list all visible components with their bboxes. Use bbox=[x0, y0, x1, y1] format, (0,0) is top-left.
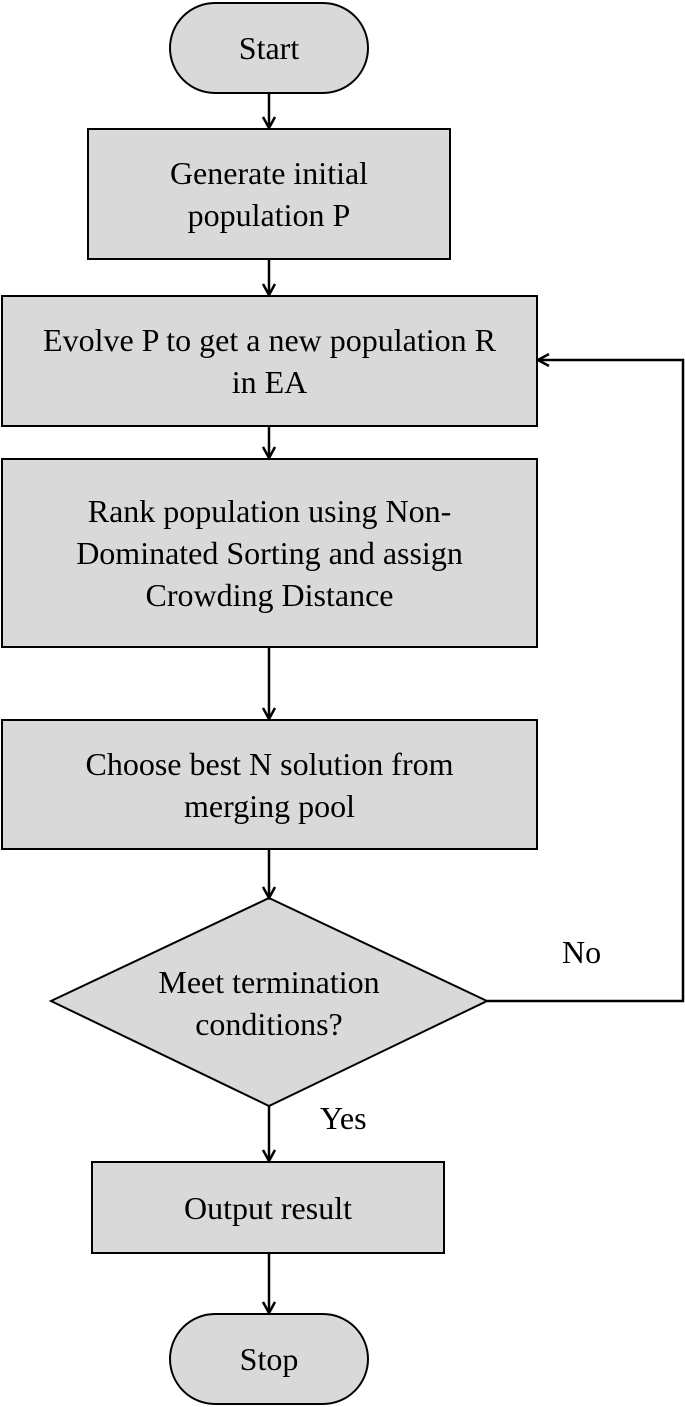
yes-branch-label: Yes bbox=[320, 1100, 367, 1136]
no-branch-label: No bbox=[562, 934, 602, 970]
start-node: Start bbox=[169, 2, 369, 94]
rank-population-step: Rank population using Non- Dominated Sor… bbox=[1, 458, 538, 648]
termination-decision: Meet termination conditions? bbox=[158, 964, 380, 1042]
generate-population-step: Generate initial population P bbox=[87, 128, 451, 260]
choose-best-step: Choose best N solution from merging pool bbox=[1, 719, 538, 850]
output-result-step: Output result bbox=[91, 1161, 445, 1254]
arrow-decision-no-loop bbox=[487, 360, 685, 1003]
evolve-population-step: Evolve P to get a new population R in EA bbox=[1, 295, 538, 427]
stop-node: Stop bbox=[169, 1313, 369, 1405]
